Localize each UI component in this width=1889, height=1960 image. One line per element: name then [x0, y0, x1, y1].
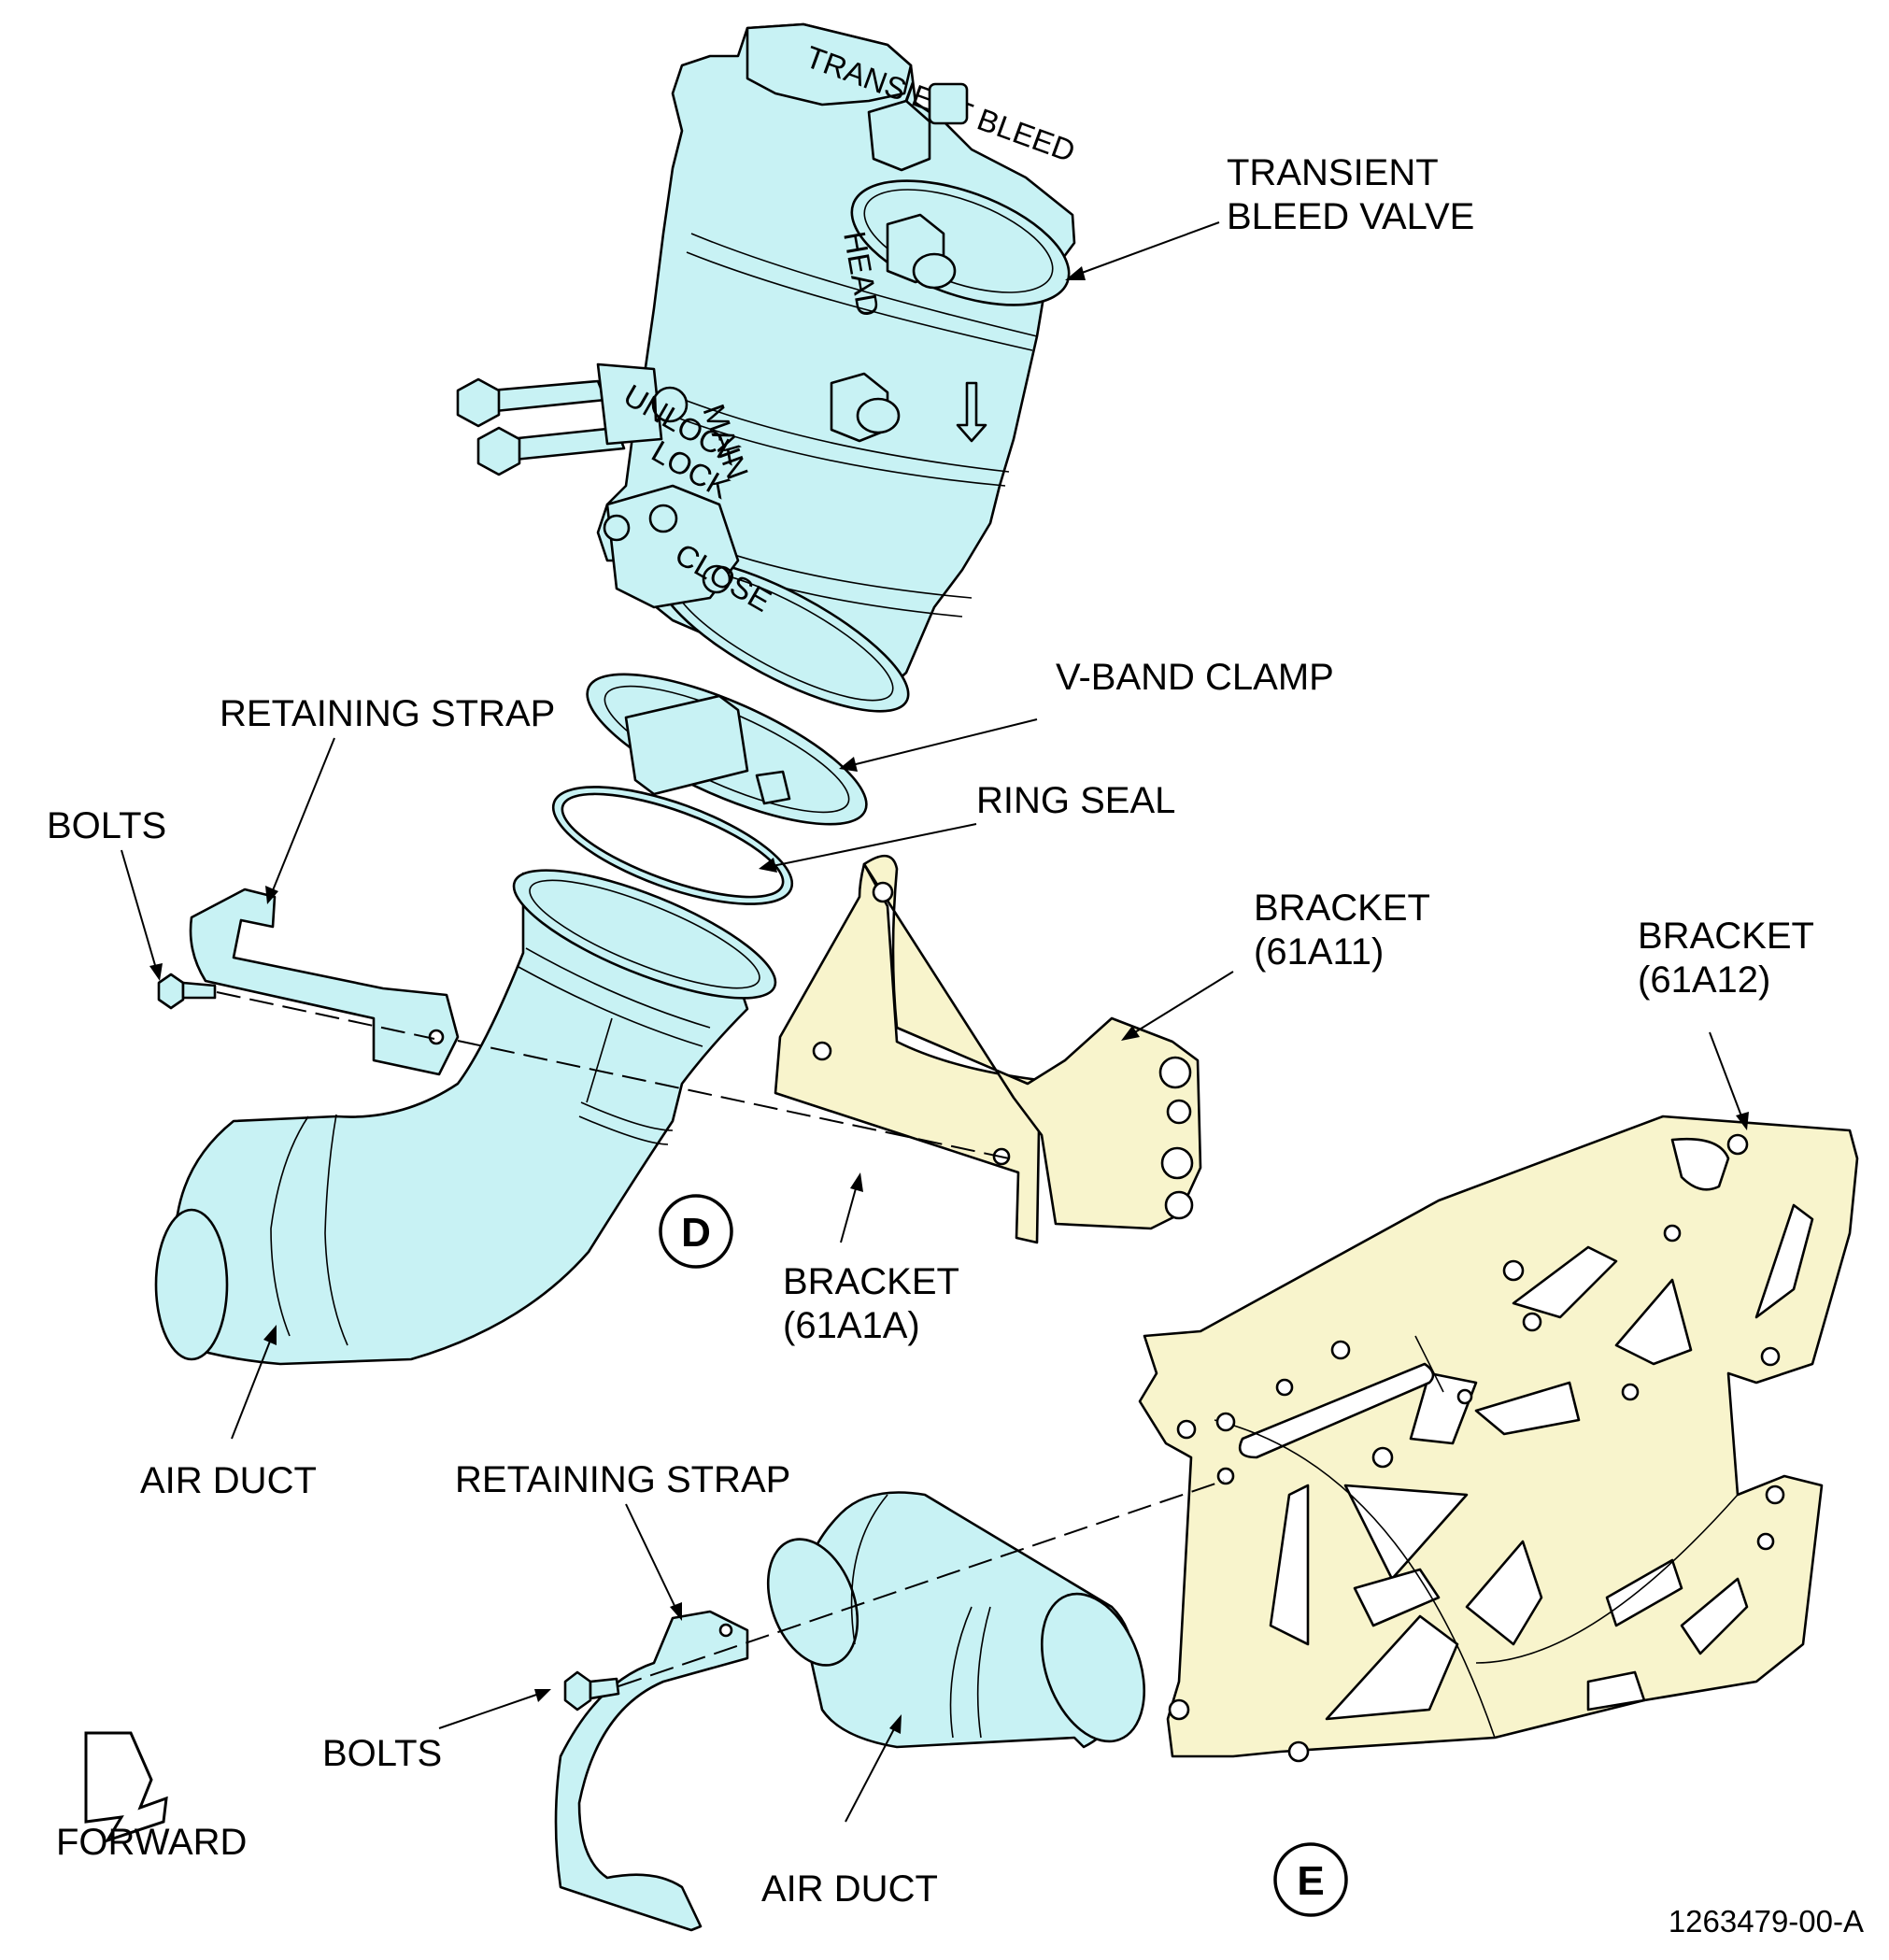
label-bracket-61a1a-2: (61A1A) [783, 1305, 920, 1346]
label-bracket-61a12-2: (61A12) [1638, 959, 1770, 1001]
label-bracket-61a11-1: BRACKET [1254, 888, 1430, 929]
alignment-line-upper-1 [216, 991, 435, 1040]
ring-seal [551, 786, 794, 905]
detail-e-letter: E [1297, 1858, 1324, 1904]
label-retaining-strap-upper: RETAINING STRAP [220, 693, 555, 734]
label-ring-seal: RING SEAL [976, 780, 1175, 821]
valve-head-cap [746, 22, 913, 107]
label-transient-bleed-valve-2: BLEED VALVE [1227, 196, 1474, 237]
head-fitting [886, 213, 957, 290]
main-fitting [830, 372, 901, 443]
label-transient-bleed-valve-1: TRANSIENT [1227, 152, 1439, 193]
retaining-strap-lower [554, 1610, 749, 1932]
label-bolts-upper: BOLTS [47, 805, 166, 846]
alignment-line-upper-2 [457, 1040, 1010, 1159]
label-bracket-61a1a-1: BRACKET [783, 1261, 959, 1302]
bracket-61a1a [774, 854, 1202, 1244]
retaining-strap-upper [189, 888, 460, 1076]
label-v-band-clamp: V-BAND CLAMP [1056, 657, 1334, 698]
label-bracket-61a11-2: (61A11) [1254, 931, 1384, 973]
bracket-61a12 [1138, 1115, 1859, 1763]
detail-d-letter: D [681, 1210, 711, 1256]
air-duct-lower [766, 1491, 1146, 1749]
label-air-duct-lower: AIR DUCT [761, 1868, 938, 1910]
air-duct-upper [154, 869, 777, 1366]
bolt-upper [157, 973, 217, 1010]
forward-arrow-icon [84, 1731, 168, 1843]
label-air-duct-upper: AIR DUCT [140, 1460, 317, 1501]
label-retaining-strap-lower: RETAINING STRAP [455, 1459, 790, 1500]
valve-lower-cluster [603, 484, 740, 609]
adjuster-bolts [456, 362, 689, 476]
upper-fitting [867, 82, 969, 172]
label-bolts-lower: BOLTS [322, 1733, 442, 1774]
detail-marker-e: E [1273, 1842, 1348, 1917]
leader-lines [121, 221, 1749, 1823]
v-band-clamp [586, 673, 868, 826]
alignment-line-lower [618, 1480, 1225, 1687]
flow-arrow-marking [956, 381, 987, 443]
detail-marker-d: D [659, 1194, 733, 1269]
bolt-lower [563, 1670, 620, 1711]
transient-bleed-valve: TRANSIENT BLEED [456, 22, 1080, 713]
label-bracket-61a12-1: BRACKET [1638, 916, 1814, 957]
label-forward: FORWARD [56, 1822, 247, 1863]
figure-number: 1263479-00-A [1669, 1904, 1864, 1939]
